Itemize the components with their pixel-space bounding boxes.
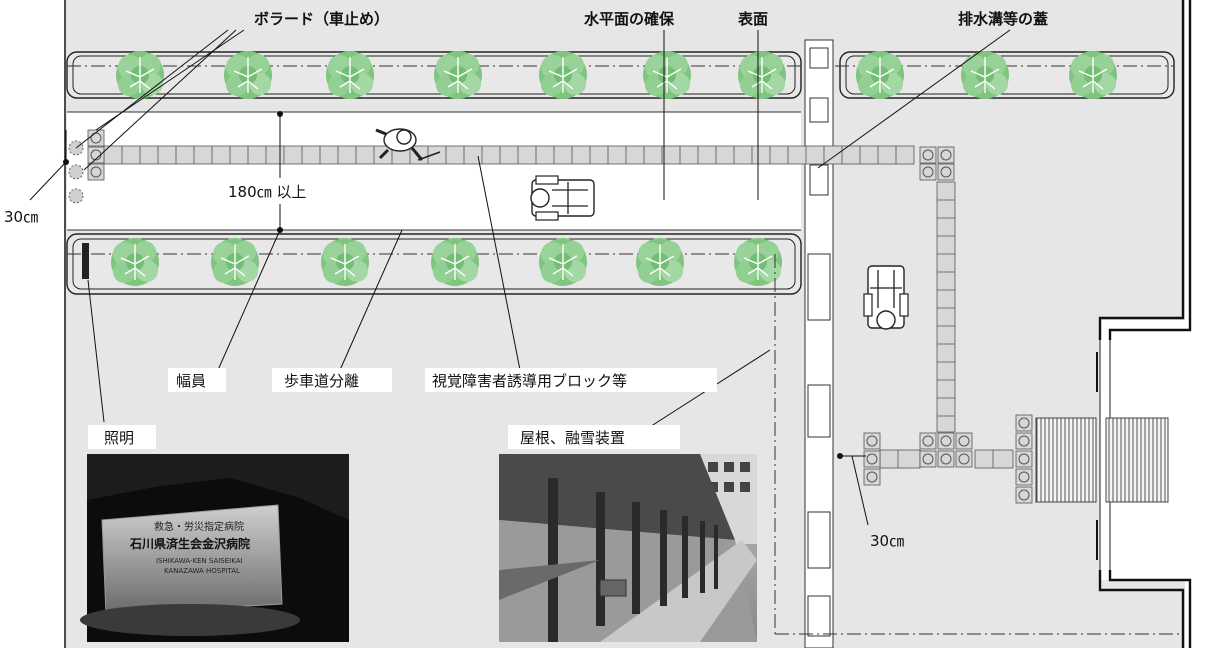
tree <box>1068 50 1118 100</box>
entrance-mat-right <box>1105 417 1169 503</box>
leader-lines <box>29 29 1011 526</box>
tree <box>960 50 1010 100</box>
tree <box>737 50 787 100</box>
tactile-block-line <box>103 145 1014 469</box>
tree <box>325 50 375 100</box>
tree <box>223 50 273 100</box>
wheelchair-user-icon <box>530 175 595 221</box>
bollards <box>68 140 84 204</box>
pedestrian-with-cane-icon <box>375 128 441 161</box>
tree <box>538 50 588 100</box>
sign-line-4: KANAZAWA HOSPITAL <box>164 567 240 575</box>
photo-roof <box>499 454 757 642</box>
tree <box>430 237 480 287</box>
label-roof: 屋根、融雪装置 <box>520 429 625 447</box>
label-30cm-left: 30㎝ <box>4 208 38 226</box>
tree <box>320 237 370 287</box>
tree <box>855 50 905 100</box>
tree <box>642 50 692 100</box>
label-surface: 表面 <box>738 10 768 28</box>
sign-line-2: 石川県済生会金沢病院 <box>129 536 250 551</box>
sign-line-3: ISHIKAWA-KEN SAISEIKAI <box>156 557 243 565</box>
tree <box>433 50 483 100</box>
tree <box>110 237 160 287</box>
photo-lighting: 救急・労災指定病院 石川県済生会金沢病院 ISHIKAWA-KEN SAISEI… <box>80 454 349 642</box>
label-level: 水平面の確保 <box>584 10 675 28</box>
light-pole <box>82 243 89 279</box>
tree <box>115 50 165 100</box>
sign-line-1: 救急・労災指定病院 <box>154 520 244 533</box>
tree <box>538 237 588 287</box>
tree <box>210 237 260 287</box>
label-width: 幅員 <box>176 372 206 390</box>
label-bollard: ボラード（車止め） <box>254 10 389 28</box>
entrance-mat-left <box>1035 417 1097 503</box>
label-lighting: 照明 <box>104 429 134 447</box>
label-30cm-right: 30㎝ <box>870 532 904 550</box>
label-separation: 歩車道分離 <box>284 372 359 390</box>
label-180cm: 180㎝ 以上 <box>228 183 306 201</box>
wheelchair-user-icon <box>863 265 909 330</box>
walkway <box>67 112 801 230</box>
label-tactile: 視覚障害者誘導用ブロック等 <box>432 372 627 390</box>
tree <box>635 237 685 287</box>
label-drain-cover: 排水溝等の蓋 <box>958 10 1048 28</box>
